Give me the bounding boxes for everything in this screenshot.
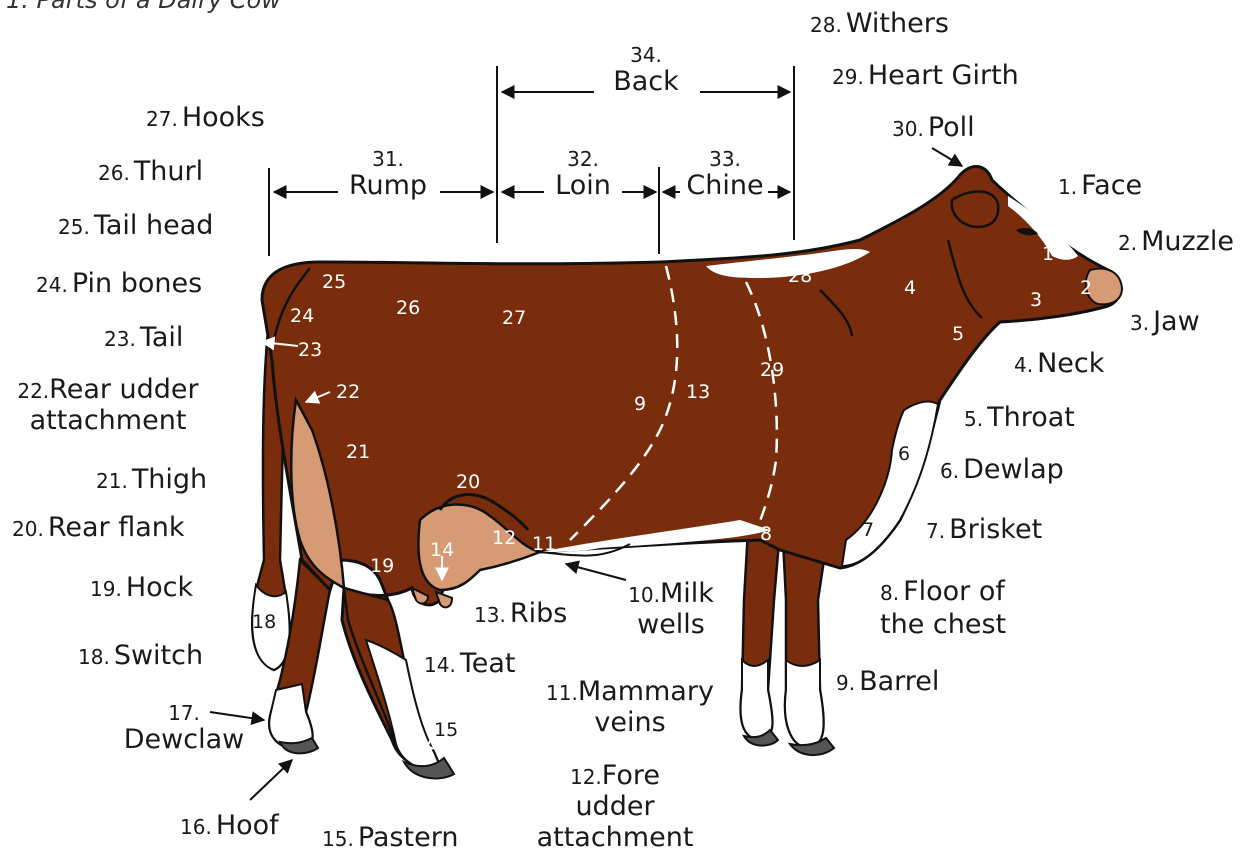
num-24: 24 bbox=[290, 305, 314, 327]
label-throat: 5.Throat bbox=[964, 402, 1075, 435]
num-22: 22 bbox=[336, 381, 360, 403]
label-fore-udder: 12.Foreudderattachment bbox=[530, 760, 700, 853]
label-switch: 18.Switch bbox=[78, 640, 203, 673]
num-11: 11 bbox=[532, 533, 556, 555]
num-14: 14 bbox=[430, 539, 454, 561]
label-dewclaw: 17.Dewclaw bbox=[114, 702, 254, 755]
num-15: 15 bbox=[434, 719, 458, 741]
label-mammary-veins: 11.Mammaryveins bbox=[540, 676, 720, 738]
label-face: 1.Face bbox=[1058, 170, 1142, 203]
label-thurl: 26.Thurl bbox=[98, 156, 203, 189]
num-2: 2 bbox=[1080, 277, 1092, 299]
num-13: 13 bbox=[686, 381, 710, 403]
label-ribs: 13.Ribs bbox=[474, 598, 567, 631]
label-chine: 33.Chine bbox=[678, 148, 772, 201]
num-29: 29 bbox=[760, 359, 784, 381]
num-3: 3 bbox=[1030, 289, 1042, 311]
label-hooks: 27.Hooks bbox=[146, 102, 265, 135]
label-muzzle: 2.Muzzle bbox=[1118, 226, 1234, 259]
label-teat: 14.Teat bbox=[424, 648, 515, 681]
label-dewlap: 6.Dewlap bbox=[940, 454, 1064, 487]
num-8: 8 bbox=[760, 523, 772, 545]
num-20: 20 bbox=[456, 471, 480, 493]
label-pin-bones: 24.Pin bones bbox=[36, 268, 202, 301]
label-loin: 32.Loin bbox=[540, 148, 626, 201]
label-rear-udder: 22.Rear udderattachment bbox=[10, 374, 206, 436]
label-withers: 28.Withers bbox=[810, 8, 949, 41]
label-thigh: 21.Thigh bbox=[96, 464, 207, 497]
num-25: 25 bbox=[322, 271, 346, 293]
num-19: 19 bbox=[370, 555, 394, 577]
label-milk-wells: 10.Milkwells bbox=[616, 578, 726, 640]
num-23: 23 bbox=[298, 339, 322, 361]
label-tail: 23.Tail bbox=[104, 322, 183, 355]
label-jaw: 3.Jaw bbox=[1130, 306, 1200, 339]
num-26: 26 bbox=[396, 297, 420, 319]
num-1: 1 bbox=[1042, 243, 1054, 265]
label-heart-girth: 29.Heart Girth bbox=[832, 60, 1019, 93]
label-back: 34.Back bbox=[594, 44, 698, 97]
num-5: 5 bbox=[952, 323, 964, 345]
num-7: 7 bbox=[862, 519, 874, 541]
num-21: 21 bbox=[346, 441, 370, 463]
label-barrel: 9.Barrel bbox=[836, 666, 939, 699]
num-9: 9 bbox=[634, 393, 646, 415]
label-tail-head: 25.Tail head bbox=[58, 210, 213, 243]
num-28: 28 bbox=[788, 265, 812, 287]
num-27: 27 bbox=[502, 307, 526, 329]
num-6: 6 bbox=[898, 443, 910, 465]
label-pastern: 15.Pastern bbox=[322, 822, 458, 855]
label-rump: 31.Rump bbox=[336, 148, 440, 201]
label-neck: 4.Neck bbox=[1014, 348, 1104, 381]
num-12: 12 bbox=[492, 527, 516, 549]
num-4: 4 bbox=[904, 277, 916, 299]
label-brisket: 7.Brisket bbox=[926, 514, 1042, 547]
label-floor-of-chest: 8.Floor ofthe chest bbox=[880, 576, 1006, 640]
num-18: 18 bbox=[252, 611, 276, 633]
label-hoof: 16.Hoof bbox=[180, 810, 279, 843]
label-rear-flank: 20.Rear flank bbox=[12, 512, 185, 545]
label-hock: 19.Hock bbox=[90, 572, 193, 605]
label-poll: 30.Poll bbox=[892, 112, 975, 145]
